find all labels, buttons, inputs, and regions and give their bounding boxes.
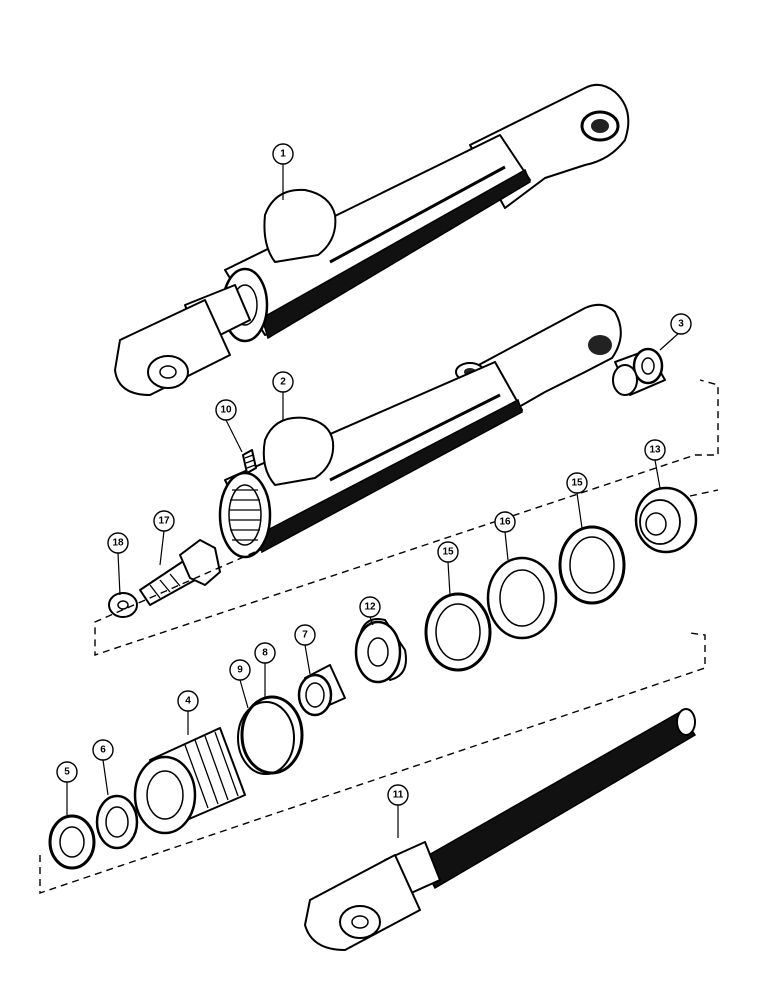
callout-16: 16 bbox=[494, 511, 516, 533]
svg-text:15: 15 bbox=[571, 478, 583, 489]
washer-part-18 bbox=[108, 592, 138, 618]
bolt-part-17 bbox=[139, 539, 221, 606]
bushing-part-6 bbox=[95, 794, 139, 850]
callout-17: 17 bbox=[153, 510, 175, 532]
callout-13: 13 bbox=[644, 439, 666, 461]
callout-4: 4 bbox=[177, 690, 199, 712]
callout-9: 9 bbox=[229, 659, 251, 681]
packing-ring-part-16 bbox=[486, 556, 558, 640]
set-screw-part-10 bbox=[242, 449, 257, 474]
svg-text:1: 1 bbox=[280, 149, 286, 160]
callout-18: 18 bbox=[107, 532, 129, 554]
bushing-part-3 bbox=[612, 347, 666, 396]
callout-8: 8 bbox=[254, 642, 276, 664]
wiper-seal-part-5 bbox=[48, 814, 96, 870]
svg-text:17: 17 bbox=[158, 516, 170, 527]
backup-ring-part-9 bbox=[237, 701, 295, 775]
callout-10: 10 bbox=[215, 399, 237, 421]
callout-1: 1 bbox=[272, 143, 294, 165]
piston-end-part-13 bbox=[634, 486, 698, 554]
svg-text:16: 16 bbox=[499, 517, 511, 528]
svg-text:9: 9 bbox=[237, 665, 243, 676]
svg-text:18: 18 bbox=[112, 538, 124, 549]
svg-text:15: 15 bbox=[442, 547, 454, 558]
seal-ring-part-15-left bbox=[424, 592, 492, 672]
svg-text:2: 2 bbox=[280, 377, 286, 388]
callout-12: 12 bbox=[359, 596, 381, 618]
svg-text:3: 3 bbox=[678, 319, 684, 330]
svg-text:13: 13 bbox=[649, 445, 661, 456]
callout-3: 3 bbox=[670, 313, 692, 335]
piston-rod-part-11 bbox=[304, 708, 697, 951]
seal-ring-part-15-right bbox=[558, 525, 626, 605]
svg-text:8: 8 bbox=[262, 648, 268, 659]
callout-5: 5 bbox=[56, 761, 78, 783]
svg-text:10: 10 bbox=[220, 405, 232, 416]
svg-text:4: 4 bbox=[185, 696, 191, 707]
svg-text:11: 11 bbox=[393, 790, 404, 801]
callout-11: 11 bbox=[387, 784, 409, 806]
gland-part-4 bbox=[133, 727, 246, 835]
dashed-group-lines bbox=[39, 379, 719, 894]
svg-text:6: 6 bbox=[100, 745, 106, 756]
leader-lines bbox=[66, 164, 681, 838]
callout-6: 6 bbox=[92, 739, 114, 761]
svg-text:5: 5 bbox=[64, 767, 70, 778]
svg-text:7: 7 bbox=[302, 630, 308, 641]
piston-part-12 bbox=[354, 618, 407, 684]
cylinder-assembly-part-1 bbox=[114, 83, 630, 396]
cylinder-barrel-part-2 bbox=[218, 303, 622, 559]
bushing-part-7 bbox=[297, 664, 346, 717]
callout-15-right: 15 bbox=[566, 472, 588, 494]
svg-text:12: 12 bbox=[364, 602, 376, 613]
callout-2: 2 bbox=[272, 371, 294, 393]
callout-7: 7 bbox=[294, 624, 316, 646]
callout-15-left: 15 bbox=[437, 541, 459, 563]
